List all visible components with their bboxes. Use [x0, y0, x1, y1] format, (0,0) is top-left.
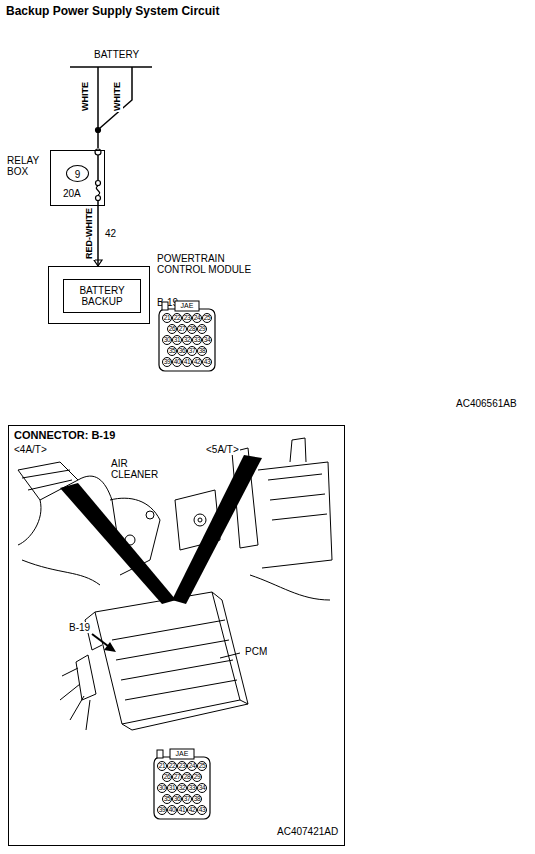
wire-color: WHITE: [112, 81, 123, 112]
pin-number: 34: [202, 335, 212, 345]
part-name: AIR CLEANER: [110, 458, 168, 480]
pin-number: 30: [157, 783, 167, 793]
node-sublabel: 20A: [63, 188, 81, 199]
pin-number: 38: [197, 346, 207, 356]
pin-number: 21: [157, 761, 167, 771]
pin-number: 21: [162, 313, 172, 323]
pin-number: 43: [202, 357, 212, 367]
pin-number: 32: [182, 335, 192, 345]
pin-number: 27: [177, 324, 187, 334]
location-pointers: [60, 455, 262, 658]
relay-box: 9RELAY BOX20A: [50, 150, 105, 206]
pin-number: 34: [197, 783, 207, 793]
pin-number: 22: [167, 761, 177, 771]
pin-number: 23: [182, 313, 192, 323]
pin-number: 32: [177, 783, 187, 793]
variant-label: <4A/T>: [13, 444, 48, 455]
fuse-number-circle: 9: [66, 165, 89, 182]
pin-number: 26: [167, 324, 177, 334]
pin-number: 41: [177, 805, 187, 815]
pin-number: 33: [192, 335, 202, 345]
pin-number: 27: [172, 772, 182, 782]
wire-color: WHITE: [80, 81, 91, 112]
pin-number: 37: [187, 346, 197, 356]
pin-number: 41: [182, 357, 192, 367]
diagram-title: Backup Power Supply System Circuit: [6, 6, 219, 17]
pin-number: 40: [172, 357, 182, 367]
pin-number: 39: [162, 357, 172, 367]
pin-number: 36: [172, 794, 182, 804]
connector-face: JAE 2122232425 26272829 3031323334 35363738 3…: [158, 300, 216, 372]
pin-number: 24: [192, 313, 202, 323]
pin-number: 25: [197, 761, 207, 771]
pin-number: 26: [162, 772, 172, 782]
pin-number: 24: [187, 761, 197, 771]
pcm-box: BATTERY BACKUPPOWERTRAIN CONTROL MODULEB…: [48, 266, 150, 324]
node-label: RELAY BOX: [7, 155, 47, 177]
pin-number: 40: [167, 805, 177, 815]
pin-number: 31: [172, 335, 182, 345]
connector-maker: JAE: [171, 748, 193, 759]
node-label: BATTERY BACKUP: [64, 285, 140, 307]
connector-location-frame: JAE 2122232425 26272829 3031323334 35363738 3…: [8, 425, 345, 846]
pin-number: 42: [192, 357, 202, 367]
pin-number: 42: [104, 228, 117, 239]
figure-code: AC406561AB: [455, 398, 518, 409]
part-name: PCM: [244, 646, 268, 657]
battery-backup-box: BATTERY BACKUP: [63, 279, 141, 313]
pin-number: 29: [192, 772, 202, 782]
pin-number: 39: [157, 805, 167, 815]
figure-code: AC407421AD: [276, 826, 339, 837]
connector-face: JAE 2122232425 26272829 3031323334 35363738 3…: [153, 748, 211, 820]
pin-number: 36: [177, 346, 187, 356]
pin-number: 43: [197, 805, 207, 815]
engine-bay-drawing: [18, 438, 332, 730]
pin-number: 37: [182, 794, 192, 804]
pin-number: 31: [167, 783, 177, 793]
connector-name: B-19: [68, 622, 91, 633]
pin-number: 25: [202, 313, 212, 323]
pin-number: 28: [182, 772, 192, 782]
wire: [97, 206, 99, 266]
pin-number: 42: [187, 805, 197, 815]
pin-number: 35: [167, 346, 177, 356]
node-label: 9: [67, 168, 88, 179]
pin-number: 33: [187, 783, 197, 793]
node-label: POWERTRAIN CONTROL MODULE: [157, 253, 253, 275]
wire-color: RED-WHITE: [84, 207, 95, 260]
battery-label: BATTERY: [93, 49, 140, 60]
pin-number: 35: [162, 794, 172, 804]
variant-label: <5A/T>: [205, 444, 240, 455]
pin-number: 30: [162, 335, 172, 345]
pin-number: 23: [177, 761, 187, 771]
node-label: CONNECTOR: B-19: [14, 430, 115, 441]
pin-number: 22: [172, 313, 182, 323]
connector-maker: JAE: [176, 300, 198, 311]
pin-number: 29: [197, 324, 207, 334]
pin-number: 28: [187, 324, 197, 334]
pin-number: 38: [192, 794, 202, 804]
